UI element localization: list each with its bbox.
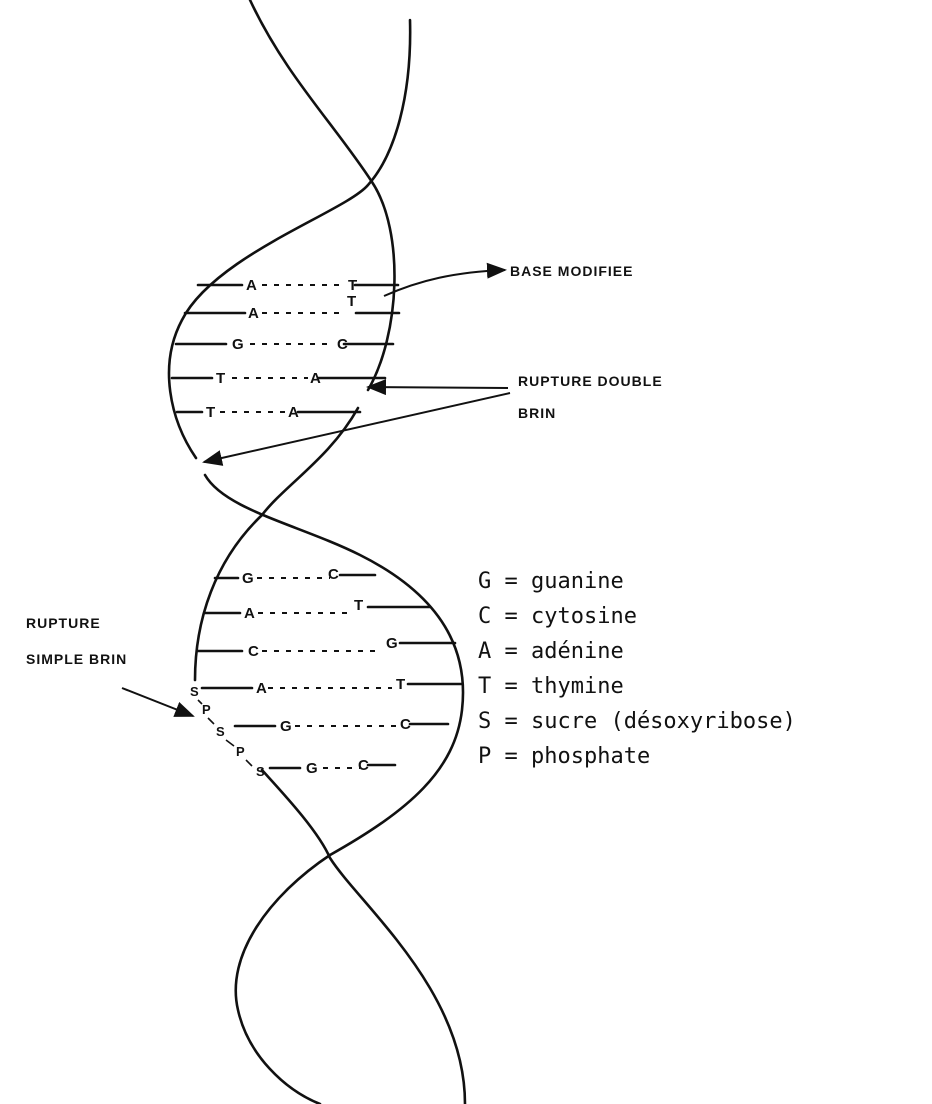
base-right-6: C	[328, 566, 339, 583]
arrow-base-modifiee	[384, 270, 505, 296]
legend-item-guanine: G = guanine	[478, 569, 624, 594]
label-rupture-simple-2: SIMPLE BRIN	[26, 651, 127, 667]
base-right-9: T	[396, 676, 405, 693]
label-rupture-double-1: RUPTURE DOUBLE	[518, 373, 663, 389]
base-left-8: C	[248, 643, 259, 660]
label-base-modifiee: BASE MODIFIEE	[510, 263, 633, 279]
base-left-10: G	[280, 718, 292, 735]
base-left-1: A	[246, 277, 257, 294]
base-right-5: A	[288, 404, 299, 421]
legend-item-adenine: A = adénine	[478, 639, 624, 664]
base-right-10: C	[400, 716, 411, 733]
legend-item-sucre: S = sucre (désoxyribose)	[478, 709, 796, 734]
base-right-3: C	[337, 336, 348, 353]
sugar-label-3: S	[256, 764, 265, 779]
arrow-rupture-simple	[122, 688, 193, 716]
sugar-label-2: S	[216, 724, 225, 739]
base-right-2: T	[347, 293, 356, 310]
base-left-6: G	[242, 570, 254, 587]
strand-mid-left	[205, 475, 463, 855]
strand-low-left-lower	[262, 770, 465, 1104]
base-left-3: G	[232, 336, 244, 353]
base-left-7: A	[244, 605, 255, 622]
arrow-rupture-double-upper	[368, 387, 508, 388]
label-rupture-simple-1: RUPTURE	[26, 615, 101, 631]
strand-top-left	[250, 0, 394, 390]
base-left-11: G	[306, 760, 318, 777]
phosphate-label-2: P	[236, 744, 245, 759]
base-left-4: T	[216, 370, 225, 387]
legend-item-cytosine: C = cytosine	[478, 604, 637, 629]
arrow-rupture-double-lower	[204, 393, 510, 462]
base-right-8: G	[386, 635, 398, 652]
base-right-4: A	[310, 370, 321, 387]
phosphate-label-1: P	[202, 702, 211, 717]
sugar-label-1: S	[190, 684, 199, 699]
base-left-9: A	[256, 680, 267, 697]
base-right-1: T	[348, 277, 357, 294]
legend: G = guanine C = cytosine A = adénine T =…	[478, 569, 796, 769]
base-left-5: T	[206, 404, 215, 421]
legend-item-phosphate: P = phosphate	[478, 744, 650, 769]
base-right-7: T	[354, 597, 363, 614]
legend-item-thymine: T = thymine	[478, 674, 624, 699]
strand-low-right-lower	[236, 855, 330, 1104]
strand-top-right	[169, 20, 410, 458]
label-rupture-double-2: BRIN	[518, 405, 556, 421]
base-right-11: C	[358, 757, 369, 774]
base-left-2: A	[248, 305, 259, 322]
